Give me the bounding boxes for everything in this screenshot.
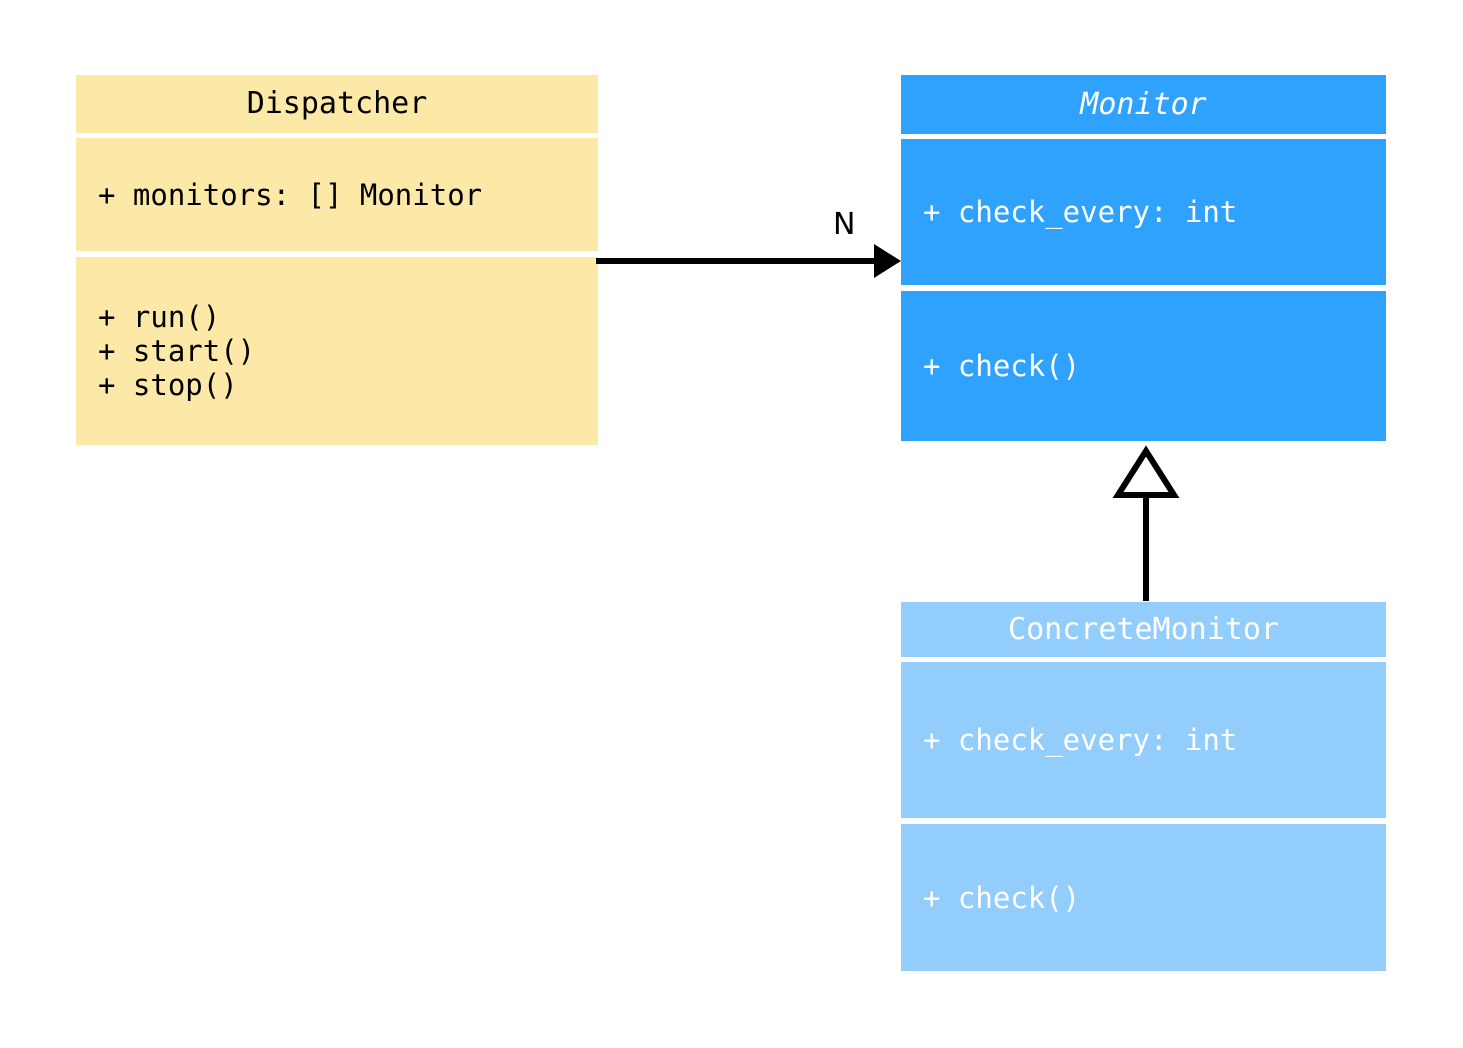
class-box-dispatcher[interactable]: Dispatcher + monitors: [] Monitor + run(… xyxy=(76,75,598,445)
class-methods-concrete-monitor: + check() xyxy=(901,824,1386,971)
attribute-item: + check_every: int xyxy=(923,195,1238,229)
method-list: + check() xyxy=(901,881,1080,915)
class-name-concrete-monitor: ConcreteMonitor xyxy=(1008,611,1279,647)
method-item: + stop() xyxy=(98,368,238,402)
class-attributes-monitor: + check_every: int xyxy=(901,139,1386,285)
class-box-concrete-monitor[interactable]: ConcreteMonitor + check_every: int + che… xyxy=(901,602,1386,971)
association-multiplicity-label: N xyxy=(833,207,856,242)
filled-triangle-arrowhead-icon xyxy=(874,244,901,278)
method-item: + check() xyxy=(923,880,1081,915)
class-header-monitor: Monitor xyxy=(901,75,1386,134)
attribute-list: + check_every: int xyxy=(901,195,1237,229)
attribute-item: + monitors: [] Monitor xyxy=(98,177,483,212)
method-list: + check() xyxy=(901,349,1080,383)
attribute-list: + check_every: int xyxy=(901,723,1237,757)
method-list: + run() + start() + stop() xyxy=(76,300,255,402)
class-header-concrete-monitor: ConcreteMonitor xyxy=(901,602,1386,657)
class-attributes-concrete-monitor: + check_every: int xyxy=(901,662,1386,818)
class-box-monitor[interactable]: Monitor + check_every: int + check() xyxy=(901,75,1386,441)
method-item: + start() xyxy=(98,334,256,368)
class-name-monitor: Monitor xyxy=(1080,86,1207,122)
class-attributes-dispatcher: + monitors: [] Monitor xyxy=(76,138,598,251)
class-header-dispatcher: Dispatcher xyxy=(76,75,598,133)
method-item: + check() xyxy=(923,349,1081,383)
attribute-list: + monitors: [] Monitor xyxy=(76,178,482,212)
attribute-item: + check_every: int xyxy=(923,723,1238,757)
association-dispatcher-to-monitor xyxy=(596,244,901,278)
hollow-triangle-arrowhead-icon xyxy=(1112,445,1180,498)
generalization-concrete-monitor-to-monitor xyxy=(1112,445,1180,601)
class-name-dispatcher: Dispatcher xyxy=(246,86,428,121)
class-methods-dispatcher: + run() + start() + stop() xyxy=(76,257,598,445)
method-item: + run() xyxy=(98,300,221,334)
class-methods-monitor: + check() xyxy=(901,291,1386,441)
